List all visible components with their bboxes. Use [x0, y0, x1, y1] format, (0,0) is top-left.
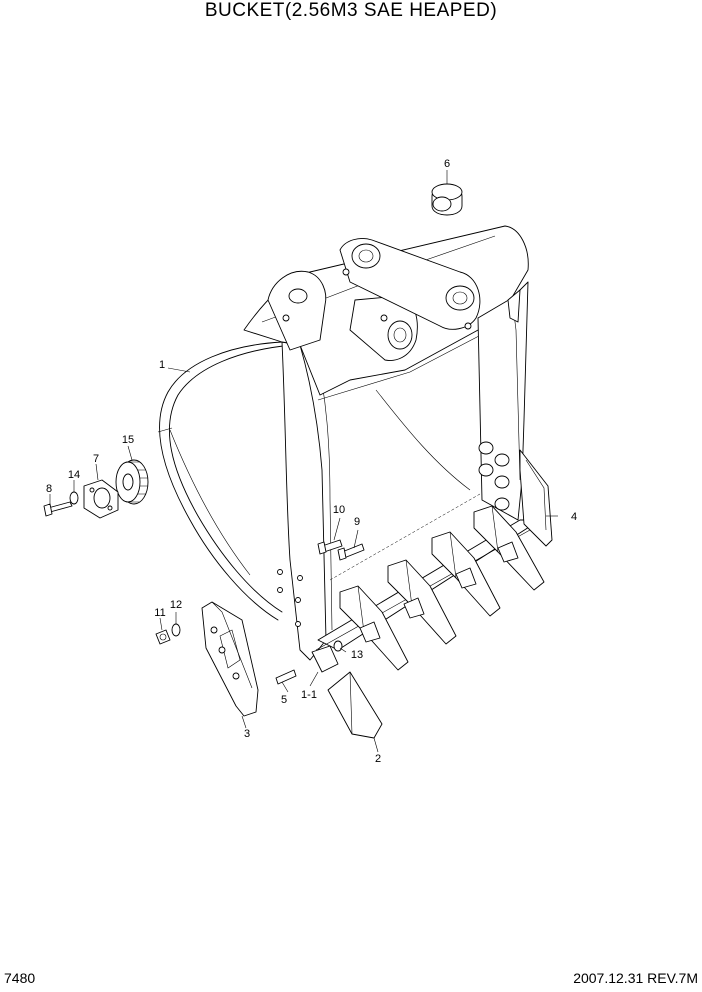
- part-label-2: 2: [375, 753, 381, 765]
- part-label-14: 14: [68, 469, 80, 481]
- part-label-7: 7: [93, 453, 99, 465]
- part-label-13: 13: [351, 649, 363, 661]
- side-hub-assembly: [43, 459, 149, 519]
- leader-lines: [49, 170, 558, 753]
- fasteners: [155, 539, 365, 685]
- part-label-1-1: 1-1: [301, 689, 317, 701]
- wear-plate-part-4: [519, 449, 553, 547]
- bucket-teeth: [311, 505, 545, 739]
- diagram-title: BUCKET(2.56M3 SAE HEAPED): [204, 0, 498, 21]
- part-label-3: 3: [244, 728, 250, 740]
- part-label-10: 10: [333, 504, 345, 516]
- part-label-4: 4: [571, 511, 577, 523]
- part-label-8: 8: [46, 483, 52, 495]
- part-label-1: 1: [159, 359, 165, 371]
- part-label-11: 11: [154, 607, 165, 619]
- part-label-5: 5: [281, 694, 287, 706]
- revision-date: 2007.12.31 REV.7M: [573, 970, 698, 986]
- part-label-9: 9: [354, 516, 360, 528]
- bushing-part-6: [431, 183, 463, 216]
- part-label-6: 6: [444, 158, 450, 170]
- part-labels: 6 1 4 3 2 1-1 5 13 10 9 15 7 14 8 11 12: [46, 158, 577, 765]
- part-label-12: 12: [170, 599, 182, 611]
- side-cutter-part-3: [201, 601, 259, 717]
- part-label-15: 15: [122, 434, 134, 446]
- page-number: 7480: [4, 970, 36, 986]
